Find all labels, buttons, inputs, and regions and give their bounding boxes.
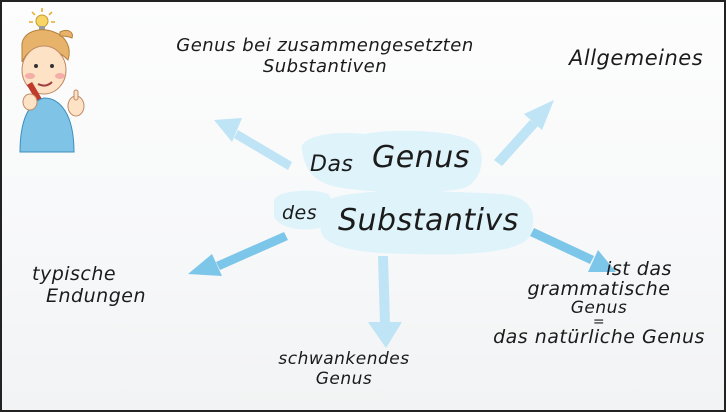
lightbulb-icon [29, 8, 55, 30]
arrow-left [188, 232, 288, 276]
arrow-bottom [368, 256, 402, 348]
topic-compound-nouns: Genus bei zusammengesetzten Substantiven [154, 35, 496, 77]
topic-compound-nouns-line1: Genus bei zusammengesetzten [176, 35, 474, 56]
topic-compound-nouns-line2: Substantiven [262, 55, 388, 77]
topic-typical-endings-line2: Endungen [46, 284, 146, 307]
center-label-das: Das [310, 152, 354, 177]
topic-typical-endings-line1: typische [32, 263, 117, 285]
arrow-top-left [214, 118, 292, 170]
topic-varying-genus: schwankendes Genus [264, 349, 424, 389]
center-label-genus: Genus [372, 140, 470, 175]
arrow-top-right [494, 100, 554, 166]
topic-typical-endings: typische Endungen [32, 263, 146, 308]
topic-varying-genus-line1: schwankendes [278, 349, 410, 369]
center-bubble-top [301, 130, 482, 193]
topic-right-line1: ist das [606, 258, 672, 280]
character-illustration [19, 8, 85, 153]
topic-grammatical-natural: ist das grammatische Genus = das natürli… [476, 258, 722, 348]
topic-right-line2: grammatische [527, 277, 671, 300]
center-label-des: des [282, 202, 318, 224]
center-bubble-main [319, 191, 534, 255]
topic-right-line5: das natürliche Genus [493, 325, 705, 348]
topic-right-line3: Genus [570, 297, 628, 318]
center-bubble-small [274, 190, 333, 230]
center-label-substantivs: Substantivs [338, 203, 519, 238]
arrow-right [530, 228, 616, 272]
topic-varying-genus-line2: Genus [315, 368, 373, 389]
topic-general: Allgemeines [569, 46, 704, 70]
topic-right-line4: = [592, 313, 606, 330]
